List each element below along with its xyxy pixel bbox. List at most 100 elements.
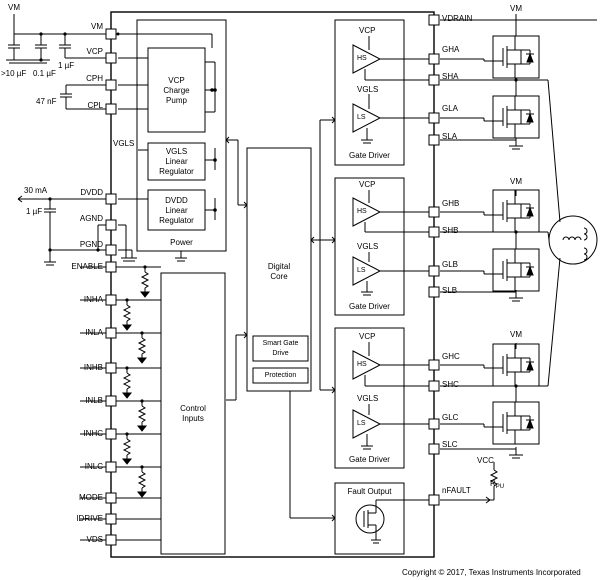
vm-right-label: VM xyxy=(510,4,522,13)
external-left-wiring xyxy=(6,14,106,541)
mosfet-3 xyxy=(492,248,540,292)
vm-b-label: VM xyxy=(510,177,522,186)
pin-box-left-17 xyxy=(105,534,117,546)
motor-wire-c xyxy=(547,257,561,387)
pin-box-right-6 xyxy=(428,226,440,238)
gd-a-label: Gate Driver xyxy=(349,151,390,160)
pin-box-right-12 xyxy=(428,443,440,455)
external-right-wiring xyxy=(440,14,597,504)
pin-box-right-9 xyxy=(428,359,440,371)
pin-box-left-14 xyxy=(105,461,117,473)
pin-label-vds: VDS xyxy=(86,535,103,544)
pin-label-mode: MODE xyxy=(79,493,103,502)
pulldown-0 xyxy=(116,265,161,298)
mosfet-5 xyxy=(492,401,540,445)
pin-box-left-12 xyxy=(105,395,117,407)
pin-label-inhc: INHC xyxy=(83,429,103,438)
cap-dvdd-label: 1 µF xyxy=(26,207,43,216)
cap-47nf-label: 47 nF xyxy=(36,97,57,106)
pin-box-right-1 xyxy=(428,53,440,65)
power-label: Power xyxy=(170,238,193,247)
pin-label-gla: GLA xyxy=(442,104,459,113)
gate-driver-a-block xyxy=(334,19,405,166)
motor-coil-2 xyxy=(574,236,582,241)
gate-driver-wiring xyxy=(361,36,434,450)
smart-gate-drive-block xyxy=(252,335,309,362)
copyright-text: Copyright © 2017, Texas Instruments Inco… xyxy=(402,568,581,577)
pin-box-right-10 xyxy=(428,380,440,392)
control-inputs-block xyxy=(160,272,226,555)
left-junction-dots xyxy=(39,32,100,252)
chip-outline xyxy=(110,11,435,558)
pin-label-glc: GLC xyxy=(442,413,459,422)
pin-box-right-7 xyxy=(428,265,440,277)
pin-box-left-6 xyxy=(105,219,117,231)
motor-coil-3 xyxy=(583,227,588,241)
power-core-links xyxy=(225,116,336,522)
motor-coil-1 xyxy=(568,236,576,241)
pin-box-left-9 xyxy=(105,294,117,306)
mosfet-4 xyxy=(492,343,540,387)
pin-box-left-0 xyxy=(105,28,117,40)
vm-supply-label: VM xyxy=(8,3,20,12)
pin-label-shc: SHC xyxy=(442,380,459,389)
pin-box-left-3 xyxy=(105,103,117,115)
pin-label-glb: GLB xyxy=(442,260,459,269)
pin-label-dvdd: DVDD xyxy=(80,188,103,197)
pin-box-left-2 xyxy=(105,79,117,91)
vcc-label: VCC xyxy=(477,456,494,465)
motor-coil-4 xyxy=(583,247,588,261)
pin-label-nfault: nFAULT xyxy=(442,486,471,495)
pin-label-inhb: INHB xyxy=(83,363,103,372)
mosfet-1 xyxy=(492,95,540,139)
pulldown-3 xyxy=(116,366,161,399)
pullup-resistor xyxy=(489,469,499,487)
pin-label-shb: SHB xyxy=(442,226,459,235)
digital-core-block xyxy=(246,147,312,392)
pin-box-left-7 xyxy=(105,244,117,256)
pin-box-right-11 xyxy=(428,418,440,430)
pin-box-left-10 xyxy=(105,327,117,339)
fault-output-label: Fault Output xyxy=(347,487,392,496)
gd-a-vgls-label: VGLS xyxy=(357,85,379,94)
pin-box-right-5 xyxy=(428,206,440,218)
pin-label-cph: CPH xyxy=(86,74,103,83)
pin-label-inha: INHA xyxy=(83,295,103,304)
pulldown-2 xyxy=(116,331,161,364)
cap-1uf-label: 1 µF xyxy=(58,61,75,70)
pin-box-left-8 xyxy=(105,261,117,273)
pin-label-ghb: GHB xyxy=(442,199,460,208)
cap-01uf-label: 0.1 µF xyxy=(33,69,56,78)
pulldown-4 xyxy=(116,399,161,432)
mosfet-0 xyxy=(492,35,540,79)
pin-box-right-13 xyxy=(428,494,440,506)
gd-c-vcp-label: VCP xyxy=(359,332,376,341)
pin-box-left-5 xyxy=(105,193,117,205)
pin-label-vcp: VCP xyxy=(86,47,103,56)
gate-driver-b-block xyxy=(334,177,405,316)
pin-box-right-8 xyxy=(428,286,440,298)
pin-box-left-11 xyxy=(105,362,117,374)
pin-label-enable: ENABLE xyxy=(71,262,103,271)
pin-label-slb: SLB xyxy=(442,286,458,295)
pin-label-slc: SLC xyxy=(442,440,458,449)
pin-label-pgnd: PGND xyxy=(79,240,103,249)
fault-output-internals xyxy=(355,499,434,544)
gd-b-ls-label: LS xyxy=(357,267,366,274)
pin-label-vgls: VGLS xyxy=(113,139,135,148)
gd-c-hs-label: HS xyxy=(357,361,367,368)
rpu-label: RPU xyxy=(490,479,505,491)
protection-label: Protection xyxy=(264,372,297,379)
pulldown-5 xyxy=(116,432,161,465)
vgls-regulator-block xyxy=(147,142,206,181)
pin-label-sla: SLA xyxy=(442,132,458,141)
pin-label-inlb: INLB xyxy=(85,396,103,405)
gd-c-vgls-label: VGLS xyxy=(357,394,379,403)
gd-b-label: Gate Driver xyxy=(349,302,390,311)
input-pulldowns xyxy=(116,265,161,541)
